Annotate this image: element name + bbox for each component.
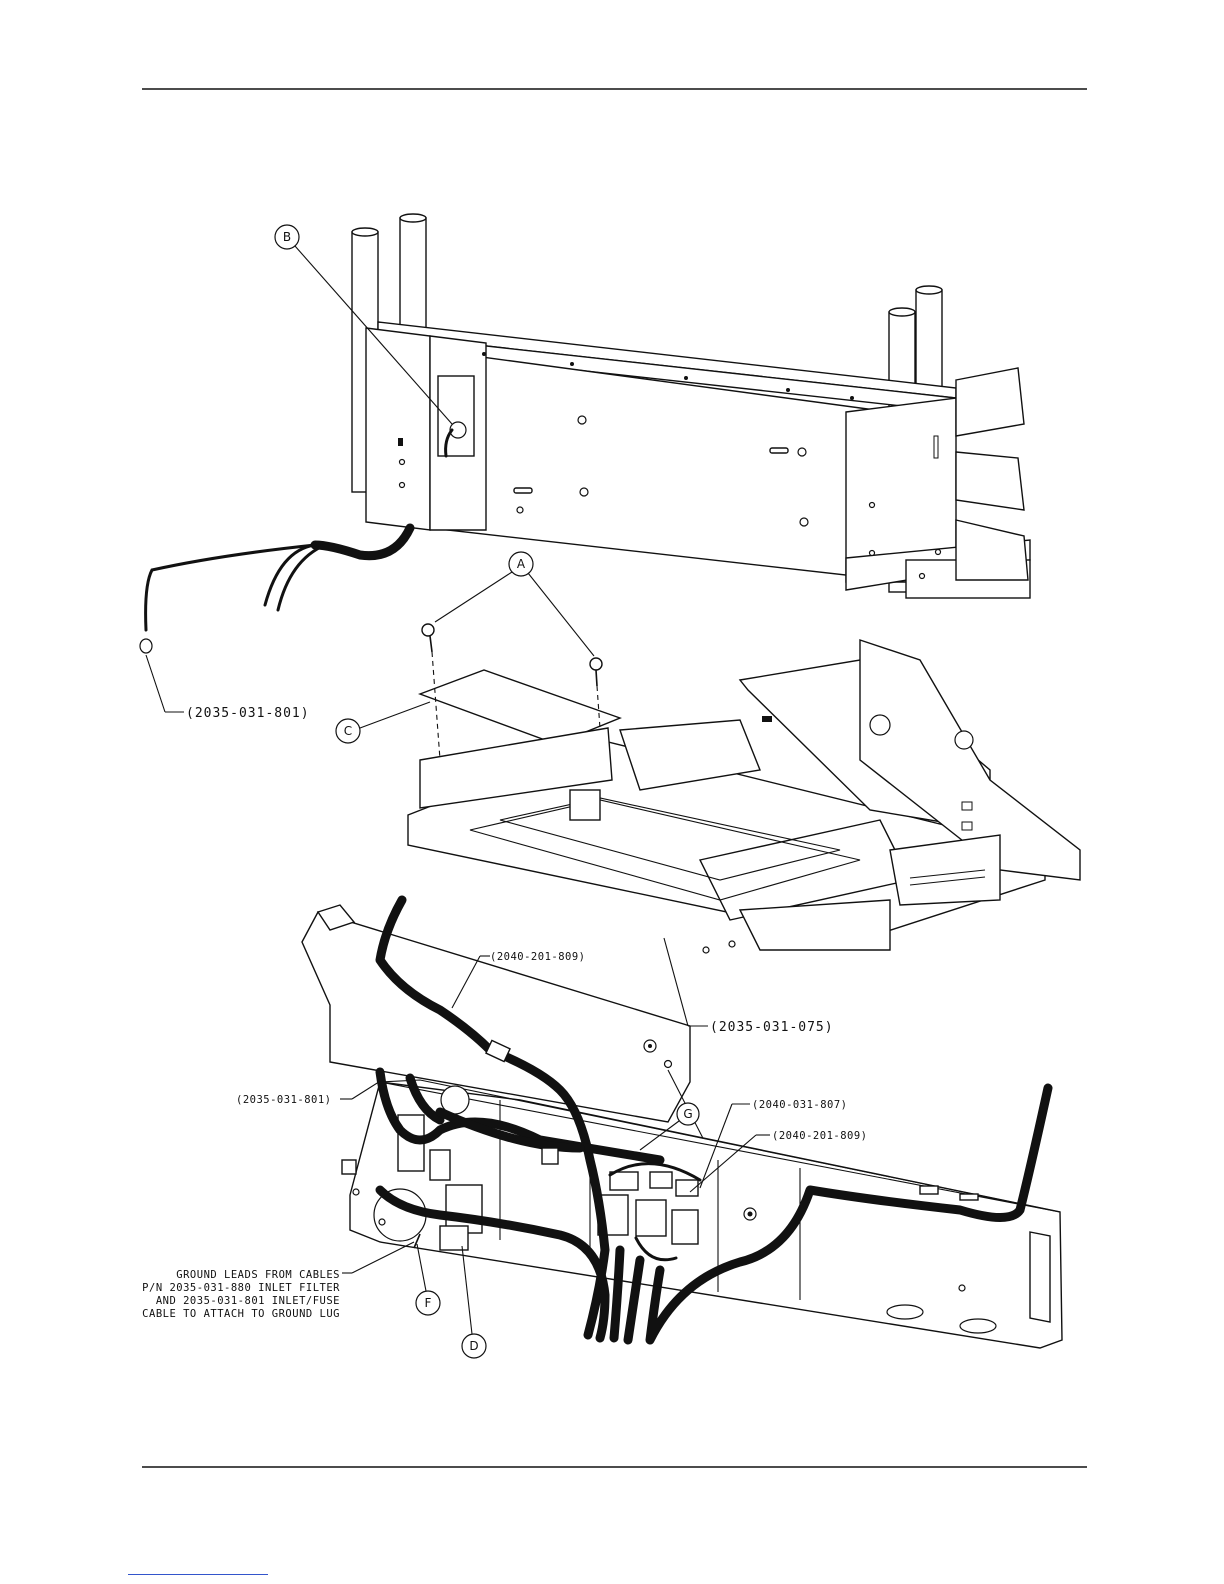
upper-frame-assembly [352,214,1030,598]
note-line-4: CABLE TO ATTACH TO GROUND LUG [142,1308,340,1320]
callout-a-label: A [517,557,526,571]
part-number-harness-right-a: (2040-031-807) [752,1099,848,1111]
callout-d: D [462,1246,486,1358]
callout-f: F [416,1244,440,1315]
part-number-frame-base-group: (2035-031-075) [664,938,834,1035]
part-number-ground-cable-lower-group: (2035-031-801) [236,1080,382,1106]
callout-d-label: D [469,1339,478,1353]
electrical-box-assembly [302,905,1062,1348]
part-number-harness-right-b: (2040-201-809) [772,1130,868,1142]
callout-f-label: F [425,1296,432,1310]
callout-b-label: B [283,230,291,244]
part-number-ground-cable-top: (2035-031-801) [186,706,310,721]
callout-c-label: C [344,724,352,738]
footer-link-underline [128,1574,268,1575]
part-number-frame-base: (2035-031-075) [710,1020,834,1035]
note-line-1: GROUND LEADS FROM CABLES [176,1269,340,1281]
callout-a: A [435,552,594,656]
ground-cable-top [140,528,410,712]
ground-leads-note: GROUND LEADS FROM CABLES P/N 2035-031-88… [142,1242,414,1320]
part-number-harness-upper: (2040-201-809) [490,951,586,963]
callout-c: C [336,702,430,743]
part-number-ground-cable-lower: (2035-031-801) [236,1094,332,1106]
base-frame-assembly [408,624,1080,953]
callout-g-label: G [683,1107,692,1121]
note-line-2: P/N 2035-031-880 INLET FILTER [142,1282,340,1294]
note-line-3: AND 2035-031-801 INLET/FUSE [156,1295,340,1307]
